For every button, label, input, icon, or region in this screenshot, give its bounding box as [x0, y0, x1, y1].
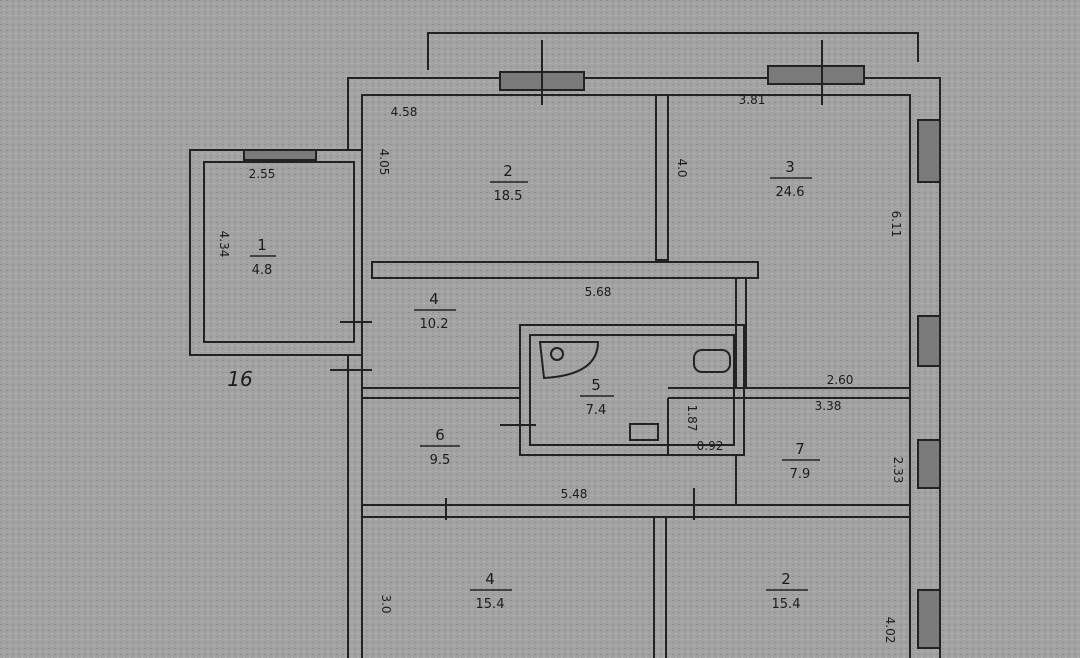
room-3-area: 24.6: [776, 185, 805, 200]
dimension-label: 2.33: [891, 457, 905, 484]
bathtub-icon: [538, 341, 600, 380]
window-top-right: [767, 65, 865, 85]
interior-walls: [362, 94, 910, 658]
room-7-area: 7.9: [790, 467, 811, 482]
dimension-label: 4.02: [883, 617, 897, 644]
door-marks: [330, 40, 823, 520]
room-8-left-area: 15.4: [476, 597, 505, 612]
dimension-label: 1.87: [685, 405, 699, 432]
dimension-label: 6.11: [889, 211, 903, 238]
room-8-left-number: 4: [485, 570, 495, 588]
drain-icon: [550, 347, 564, 361]
dimension-label: 4.0: [675, 158, 689, 177]
room-4-hall-area: 10.2: [420, 317, 449, 332]
exterior-walls: [189, 32, 941, 658]
room-3-number: 3: [785, 158, 795, 176]
room-6-area: 9.5: [430, 453, 451, 468]
dimension-label: 3.0: [379, 594, 393, 613]
dimension-label: 3.38: [815, 399, 842, 413]
dimension-label: 4.58: [391, 105, 418, 119]
room-9-right-area: 15.4: [772, 597, 801, 612]
dimension-label: 0.92: [697, 439, 724, 453]
dimension-label: 5.68: [585, 285, 612, 299]
room-1-area: 4.8: [252, 263, 273, 278]
dimension-label: 3.81: [739, 93, 766, 107]
dimension-label: 2.55: [249, 167, 276, 181]
room-6-number: 6: [435, 426, 445, 444]
sheet-label: 16: [227, 367, 252, 391]
room-4-hall-number: 4: [429, 290, 439, 308]
dimension-label: 5.48: [561, 487, 588, 501]
room-1-number: 1: [257, 236, 267, 254]
fixtures: [538, 341, 731, 441]
room-5-bath-area: 7.4: [586, 403, 607, 418]
toilet-icon: [693, 349, 731, 373]
room-2-area: 18.5: [494, 189, 523, 204]
room-7-number: 7: [795, 440, 805, 458]
room-5-bath-number: 5: [591, 376, 601, 394]
window-room-1: [243, 149, 317, 161]
sink-icon: [629, 423, 659, 441]
window-right-3: [917, 439, 941, 489]
window-right-1: [917, 119, 941, 183]
dimension-label: 4.34: [217, 231, 231, 258]
dimension-label: 4.05: [377, 149, 391, 176]
window-right-2: [917, 315, 941, 367]
dimension-label: 2.60: [827, 373, 854, 387]
window-right-4: [917, 589, 941, 649]
room-9-right-number: 2: [781, 570, 791, 588]
room-2-number: 2: [503, 162, 513, 180]
